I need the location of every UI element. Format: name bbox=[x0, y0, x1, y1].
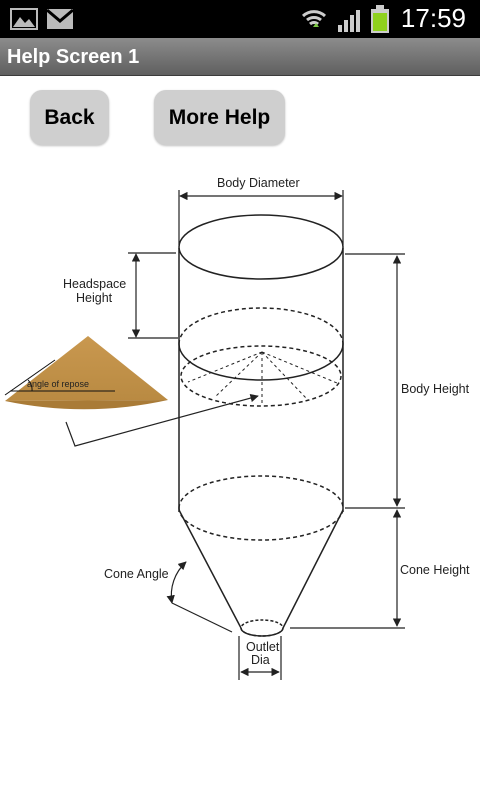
angle-of-repose-label: angle of repose bbox=[27, 379, 89, 389]
title-bar: Help Screen 1 bbox=[0, 38, 480, 76]
headspace-label-line2: Height bbox=[76, 291, 113, 305]
status-bar: 17:59 bbox=[0, 0, 480, 38]
wifi-icon bbox=[301, 10, 327, 27]
back-button[interactable]: Back bbox=[30, 90, 109, 145]
outlet-dia-label-line1: Outlet bbox=[246, 640, 280, 654]
page-title: Help Screen 1 bbox=[7, 46, 140, 68]
cone-height-label: Cone Height bbox=[400, 563, 470, 577]
image-icon bbox=[10, 8, 38, 30]
signal-icon bbox=[338, 10, 360, 32]
battery-icon bbox=[371, 5, 389, 33]
gmail-icon bbox=[46, 8, 74, 29]
sand-pile bbox=[4, 336, 168, 410]
silo-outline bbox=[178, 214, 344, 637]
body-height-label: Body Height bbox=[401, 382, 470, 396]
cone-angle-label: Cone Angle bbox=[104, 567, 169, 581]
more-help-button[interactable]: More Help bbox=[154, 90, 285, 145]
body-diameter-label: Body Diameter bbox=[217, 176, 300, 190]
clock: 17:59 bbox=[400, 3, 466, 33]
dimension-lines bbox=[65, 190, 405, 680]
outlet-dia-label-line2: Dia bbox=[251, 653, 270, 667]
headspace-label-line1: Headspace bbox=[63, 277, 126, 291]
silo-diagram: Body Diameter Headspace Height Body Heig… bbox=[4, 176, 470, 680]
